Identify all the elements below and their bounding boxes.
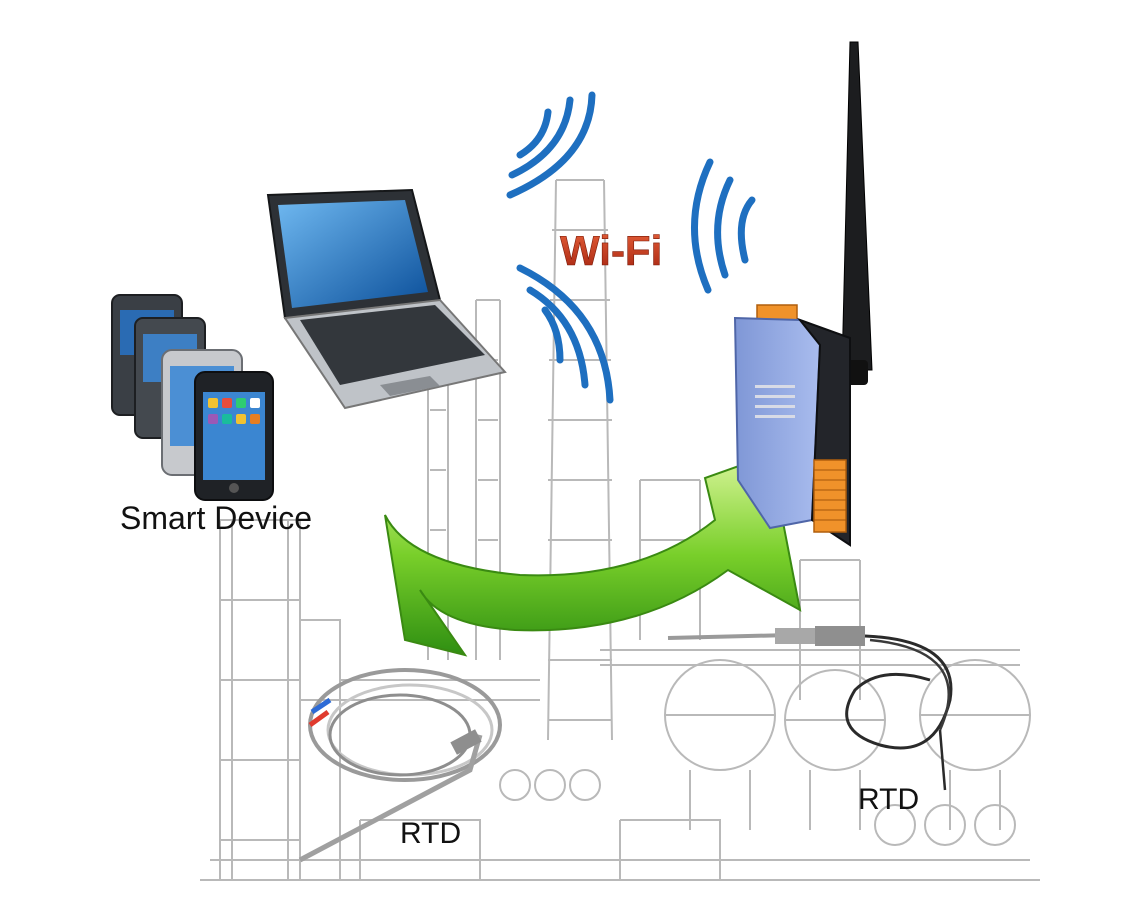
antenna-icon xyxy=(841,41,873,371)
wifi-io-module-icon xyxy=(733,41,873,547)
wifi-waves-icon xyxy=(506,91,756,404)
smart-device-label: Smart Device xyxy=(120,500,313,536)
wifi-label: Wi-Fi xyxy=(560,227,662,274)
rtd-sensor-right-icon xyxy=(667,626,953,791)
rtd-right-label: RTD xyxy=(858,783,920,816)
laptop-icon xyxy=(266,188,507,410)
curved-arrow-icon xyxy=(384,453,802,657)
smartphones-icon xyxy=(111,294,274,501)
rtd-sensor-left-icon xyxy=(298,668,502,863)
rtd-left-label: RTD xyxy=(400,817,462,850)
